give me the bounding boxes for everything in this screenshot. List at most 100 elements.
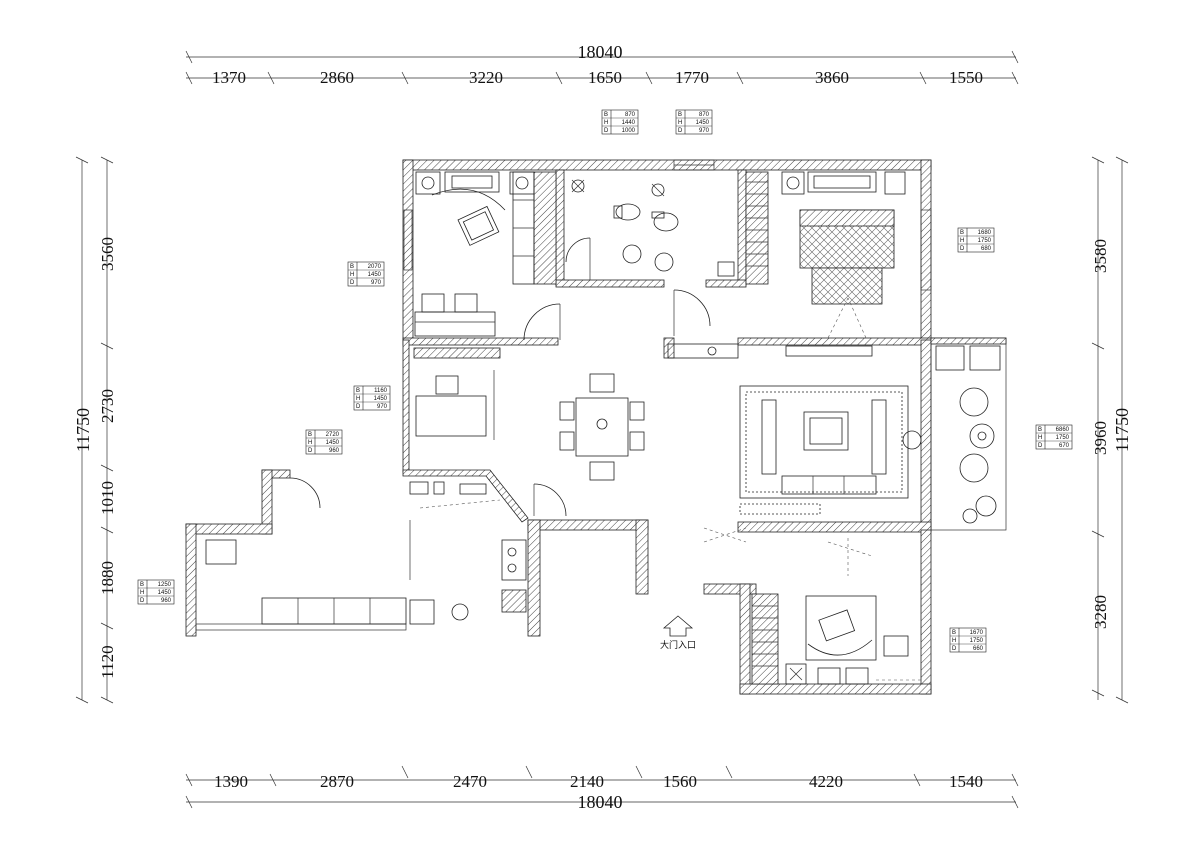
top-dim-5: 1770	[675, 68, 709, 87]
spec-tag-value: 1750	[1056, 435, 1070, 441]
spec-tag-key: D	[356, 404, 361, 410]
top-dim-7: 1550	[949, 68, 983, 87]
spec-tag-value: 1450	[368, 272, 382, 278]
walls	[185, 159, 1007, 695]
spec-tag-value: 970	[377, 404, 388, 410]
bedroom-3	[751, 593, 921, 685]
entrance-label: 大门入口	[660, 639, 696, 651]
spec-tag-key: D	[308, 448, 313, 454]
spec-tag-value: 1670	[970, 630, 984, 636]
windows	[403, 159, 932, 291]
spec-tag-value: 1450	[374, 396, 388, 402]
spec-tag-value: 1160	[374, 388, 388, 394]
left-dimension-lines	[75, 156, 114, 704]
spec-tag-value: 870	[625, 112, 636, 118]
right-segment-dimensions: 3580 3960 3280	[1091, 239, 1110, 629]
spec-tag-key: B	[960, 230, 964, 236]
left-dim-1: 3560	[98, 237, 117, 271]
top-segment-dimensions: 1370 2860 3220 1650 1770 3860 1550	[212, 68, 983, 87]
spec-tag-value: 1250	[158, 582, 172, 588]
spec-tag-key: B	[140, 582, 144, 588]
left-dim-4: 1880	[98, 561, 117, 595]
top-dim-3: 3220	[469, 68, 503, 87]
spec-tag-value: 960	[329, 448, 340, 454]
spec-tag-value: 2720	[326, 432, 340, 438]
right-dim-1: 3580	[1091, 239, 1110, 273]
spec-tag-value: 2070	[368, 264, 382, 270]
living-room	[703, 385, 922, 576]
left-dim-3: 1010	[98, 481, 117, 515]
bottom-dim-6: 4220	[809, 772, 843, 791]
top-dimension-lines	[185, 50, 1019, 85]
spec-tag-key: D	[960, 246, 965, 252]
spec-tag-value: 970	[371, 280, 382, 286]
bedroom-1	[414, 171, 561, 341]
spec-tag-key: H	[140, 590, 144, 596]
spec-tag-value: 1440	[622, 120, 636, 126]
spec-tag-value: 1450	[696, 120, 710, 126]
entrance-marker	[662, 615, 694, 637]
spec-tag-value: 1750	[978, 238, 992, 244]
spec-tag-key: H	[1038, 435, 1042, 441]
spec-tag-value: 1680	[978, 230, 992, 236]
bottom-dim-2: 2870	[320, 772, 354, 791]
spec-tag-value: 870	[699, 112, 710, 118]
spec-tag-key: D	[140, 598, 145, 604]
spec-tag-value: 660	[973, 646, 984, 652]
bottom-total-dimension: 18040	[578, 792, 623, 812]
spec-tag-key: B	[350, 264, 354, 270]
left-segment-dimensions: 3560 2730 1010 1880 1120	[98, 237, 117, 679]
spec-tag-key: H	[356, 396, 360, 402]
bottom-dim-1: 1390	[214, 772, 248, 791]
bottom-dim-7: 1540	[949, 772, 983, 791]
top-dim-1: 1370	[212, 68, 246, 87]
spec-tag-key: D	[678, 128, 683, 134]
top-dim-2: 2860	[320, 68, 354, 87]
spec-tag-key: B	[1038, 427, 1042, 433]
spec-tag-key: D	[1038, 443, 1043, 449]
dining-area	[415, 370, 645, 517]
spec-tag-key: H	[308, 440, 312, 446]
bottom-dim-5: 1560	[663, 772, 697, 791]
bottom-dimension-lines	[185, 765, 1019, 809]
spec-tag-key: H	[952, 638, 956, 644]
right-total-dimension: 11750	[1112, 408, 1132, 452]
bathroom	[565, 179, 735, 336]
bottom-segment-dimensions: 1390 2870 2470 2140 1560 4220 1540	[214, 772, 983, 791]
spec-tag-key: D	[604, 128, 609, 134]
spec-tag-value: 960	[161, 598, 172, 604]
left-total-dimension: 11750	[73, 408, 93, 452]
spec-tag-key: H	[350, 272, 354, 278]
bedroom-2	[745, 171, 906, 339]
spec-tag-value: 670	[1059, 443, 1070, 449]
spec-tag-key: D	[952, 646, 957, 652]
bottom-dim-4: 2140	[570, 772, 604, 791]
spec-tag-key: B	[308, 432, 312, 438]
spec-tag-key: D	[350, 280, 355, 286]
spec-tag-value: 6860	[1056, 427, 1070, 433]
top-dim-6: 3860	[815, 68, 849, 87]
spec-tag-value: 1750	[970, 638, 984, 644]
top-total-dimension: 18040	[578, 42, 623, 62]
spec-tag-key: B	[678, 112, 682, 118]
top-dim-4: 1650	[588, 68, 622, 87]
hall-fixtures	[413, 343, 873, 359]
left-dim-5: 1120	[98, 645, 117, 678]
spec-tag-value: 1450	[158, 590, 172, 596]
right-dimension-lines	[1091, 156, 1129, 704]
storage-wing	[205, 477, 469, 625]
balcony	[935, 345, 1001, 524]
spec-tag-key: B	[604, 112, 608, 118]
spec-tag-value: 680	[981, 246, 992, 252]
spec-tag-value: 1000	[622, 128, 636, 134]
spec-tag-value: 1450	[326, 440, 340, 446]
